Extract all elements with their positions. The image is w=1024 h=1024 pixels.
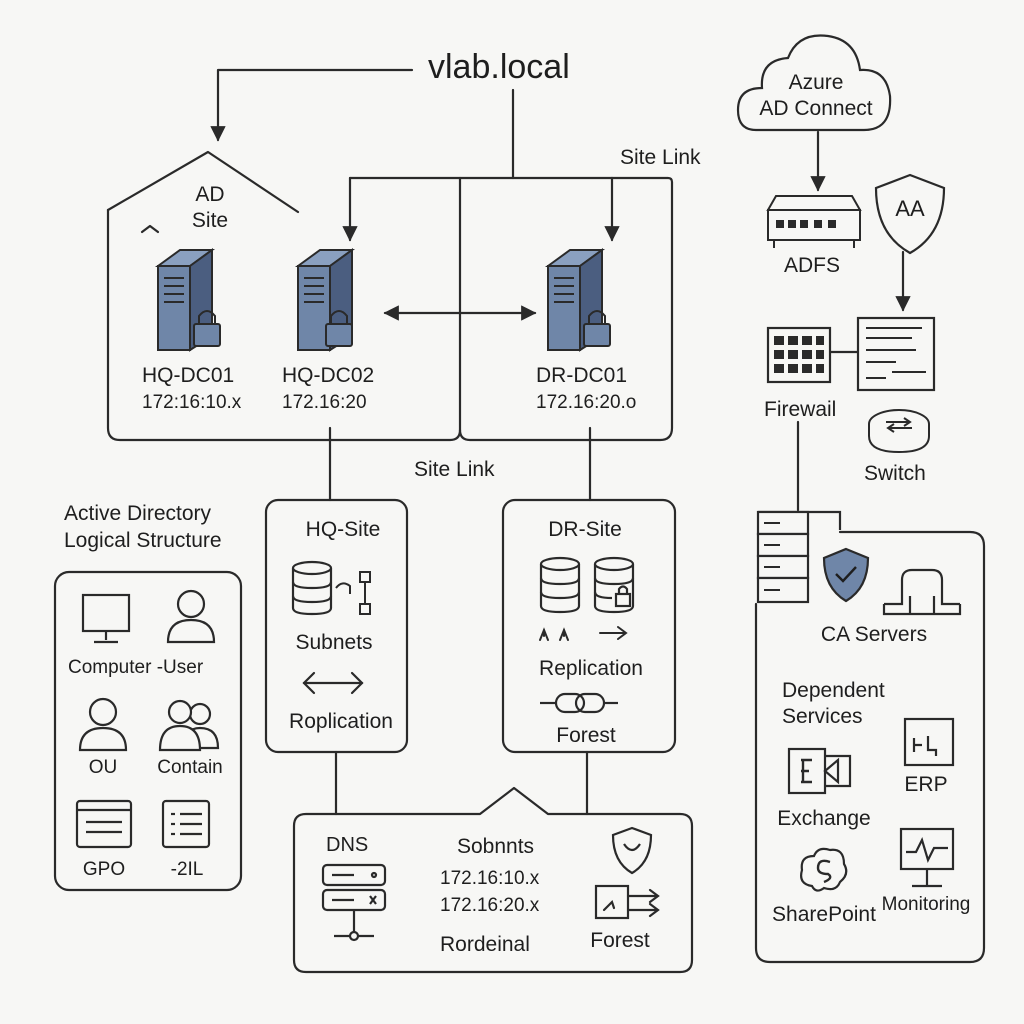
server-rack-icon	[756, 510, 842, 604]
dependent-services-label: Dependent Services	[782, 678, 885, 730]
cloud-label: Azure AD Connect	[759, 70, 872, 122]
computer-user-label: Computer -User	[68, 657, 204, 678]
monitoring-icon	[899, 827, 955, 888]
ad-site-frame	[106, 208, 462, 442]
database-lock-icon	[593, 556, 635, 614]
sharepoint-icon	[800, 847, 848, 892]
gpo-label: GPO	[82, 859, 126, 880]
firewall-label: Firewail	[764, 398, 837, 421]
subnets-title-label: Sobnnts	[457, 835, 535, 858]
cloud-label-line1: Azure	[788, 71, 844, 94]
dependent-services-line2: Services	[782, 705, 863, 728]
exchange-icon	[787, 747, 852, 795]
cloud-label-line2: AD Connect	[759, 97, 873, 120]
hq-replication-label: Roplication	[289, 710, 393, 733]
subnet-tree-icon	[335, 571, 371, 615]
contain-label: Contain	[157, 757, 223, 778]
switch-icon	[868, 409, 930, 454]
ca-shield-icon	[822, 547, 870, 603]
logical-heading-line1: Active Directory	[64, 502, 212, 525]
server-dr-dc01-icon	[544, 248, 611, 352]
dr-site-box	[501, 498, 677, 754]
erp-label: ERP	[904, 773, 948, 796]
site-link-mid-label: Site Link	[414, 458, 495, 481]
aa-shield-icon	[874, 173, 946, 255]
cloud-icon	[736, 34, 892, 132]
ca-servers-box	[754, 530, 986, 964]
ad-site-label-line2: Site	[191, 209, 229, 232]
forest-export-icon	[594, 884, 660, 920]
switch-label: Switch	[864, 462, 926, 485]
subnet-1-label: 172.16:10.x	[440, 868, 540, 889]
hq-subnets-label: Subnets	[295, 631, 373, 654]
ca-servers-title: CA Servers	[820, 623, 928, 646]
adfs-appliance-icon	[766, 195, 862, 248]
server-hq-dc02-ip: 172.16:20	[282, 392, 367, 413]
erp-icon	[903, 717, 955, 767]
ad-site-roof	[106, 150, 300, 214]
server-hq-dc01-name: HQ-DC01	[142, 364, 235, 387]
ad-site-label-line1: AD	[195, 183, 225, 206]
logical-heading-line2: Logical Structure	[64, 529, 222, 552]
bottom-box	[292, 786, 694, 974]
dr-replication-arrows-icon	[539, 626, 628, 641]
policy-panel-icon	[856, 316, 936, 392]
gpo-icon	[75, 799, 133, 849]
server-hq-dc01-ip: 172:16:10.x	[142, 392, 242, 413]
aa-label: AA	[895, 196, 925, 221]
ou-icon	[78, 697, 128, 752]
server-hq-dc02-icon	[294, 248, 356, 352]
other-object-label: -2IL	[170, 859, 204, 880]
ad-site-label: AD Site	[192, 182, 228, 234]
title-to-adsite-arrow	[210, 68, 414, 142]
database-icon	[291, 560, 333, 616]
monitoring-label: Monitoring	[881, 894, 971, 915]
database-icon-1	[539, 556, 581, 614]
dr-site-frame	[458, 176, 674, 442]
dependent-services-line1: Dependent	[782, 679, 885, 702]
group-users-icon	[158, 699, 220, 752]
server-hq-dc01-icon	[154, 248, 221, 352]
replication-arrows-icon	[302, 671, 364, 695]
server-hq-dc02-name: HQ-DC02	[282, 364, 375, 387]
shield-icon	[611, 826, 653, 875]
list-icon	[161, 799, 211, 849]
certificate-device-icon	[882, 568, 962, 616]
dns-server-icon	[321, 863, 387, 942]
logical-structure-box	[53, 570, 243, 892]
user-icon	[166, 589, 216, 644]
hq-site-box	[264, 498, 409, 754]
ou-label: OU	[88, 757, 118, 778]
exchange-label: Exchange	[777, 807, 871, 830]
server-dr-dc01-name: DR-DC01	[536, 364, 628, 387]
site-link-top-label: Site Link	[620, 146, 701, 169]
page-title: vlab.local	[428, 48, 570, 86]
rordeinal-label: Rordeinal	[440, 933, 530, 956]
dns-label: DNS	[326, 834, 369, 856]
sharepoint-label: SharePoint	[772, 903, 876, 926]
hq-site-title: HQ-Site	[305, 518, 381, 541]
computer-icon	[81, 593, 131, 644]
dr-site-title: DR-Site	[548, 518, 622, 541]
dr-replication-label: Replication	[539, 657, 643, 680]
dr-forest-label: Forest	[556, 724, 616, 747]
server-dr-dc01-ip: 172.16:20.o	[536, 392, 637, 413]
adfs-label: ADFS	[784, 254, 841, 277]
firewall-icon	[766, 326, 832, 384]
bottom-forest-label: Forest	[590, 929, 650, 952]
subnet-2-label: 172.16:20.x	[440, 895, 540, 916]
link-chain-icon	[540, 692, 618, 714]
